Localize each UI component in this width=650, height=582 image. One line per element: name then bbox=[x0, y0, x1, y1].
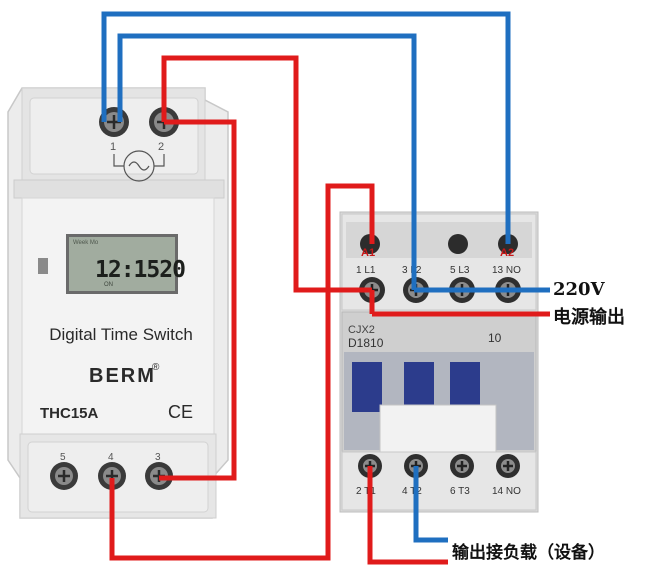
time-switch: 1 2 Week Mo 12:1520 ON Digital Time Swit… bbox=[7, 87, 229, 519]
contactor-actuator bbox=[379, 404, 497, 454]
contactor-coil-block-mid bbox=[404, 362, 434, 412]
load-output-label: 输出接负载（设备） bbox=[452, 543, 605, 563]
ac-supply-symbol bbox=[113, 154, 165, 167]
timer-model: THC15A bbox=[40, 405, 99, 422]
power-output-label: 电源输出 bbox=[553, 307, 625, 328]
timer-terminal-4-label: 4 bbox=[108, 452, 114, 463]
contactor-terminal-1-label: 1 L1 bbox=[356, 265, 376, 276]
contactor-screw-6 bbox=[450, 454, 474, 478]
contactor-terminal-4-label: 4 T2 bbox=[402, 486, 422, 497]
wire-blue-timer1-to-a2 bbox=[101, 11, 511, 244]
timer-indicator bbox=[38, 258, 48, 274]
lcd-screen bbox=[69, 237, 175, 291]
timer-terminal-1-label: 1 bbox=[110, 141, 116, 153]
wire-red-t1-to-load bbox=[367, 466, 448, 565]
coil-a1-label: A1 bbox=[361, 247, 375, 259]
contactor-model-line2: D1810 bbox=[348, 336, 384, 350]
contactor-terminal-13-label: 13 NO bbox=[492, 265, 521, 276]
contactor-screw-14 bbox=[496, 454, 520, 478]
contactor-model-right: 10 bbox=[488, 331, 502, 345]
timer-terminal-5-label: 5 bbox=[60, 452, 66, 463]
wires bbox=[101, 11, 550, 565]
wire-red-timer2-to-timer3 bbox=[159, 119, 237, 481]
contactor-terminal-5-label: 5 L3 bbox=[450, 265, 470, 276]
timer-screw-4 bbox=[98, 462, 126, 490]
lcd-week-label: Week Mo bbox=[73, 240, 99, 246]
contactor-terminal-6-label: 6 T3 bbox=[450, 486, 470, 497]
coil-a2-label: A2 bbox=[500, 247, 514, 259]
lcd-on-label: ON bbox=[104, 282, 113, 288]
voltage-label: 220V bbox=[553, 279, 605, 300]
lcd-time: 12:1520 bbox=[95, 257, 185, 283]
ac-wave-icon bbox=[128, 161, 150, 171]
contactor: A1 A2 1 L1 3 L2 5 L3 13 NO CJX2 D1810 10… bbox=[339, 211, 539, 513]
contactor-middle-hole bbox=[448, 234, 468, 254]
ce-mark: CE bbox=[168, 402, 193, 422]
contactor-model-line1: CJX2 bbox=[348, 324, 375, 336]
contactor-terminal-2-label: 2 T1 bbox=[356, 486, 376, 497]
timer-screw-5 bbox=[50, 462, 78, 490]
ac-circle bbox=[123, 150, 155, 182]
contactor-coil-block-right bbox=[450, 362, 480, 412]
timer-brand-mark: ® bbox=[152, 362, 160, 373]
timer-terminal-3-label: 3 bbox=[155, 452, 161, 463]
wire-blue-t2-to-load bbox=[413, 466, 448, 543]
timer-title: Digital Time Switch bbox=[49, 325, 193, 344]
wire-blue-timer1-to-l2 bbox=[117, 33, 417, 290]
timer-brand: BERM bbox=[89, 365, 156, 387]
wire-red-timer2-to-l1 bbox=[161, 55, 372, 293]
contactor-terminal-14-label: 14 NO bbox=[492, 486, 521, 497]
contactor-coil-block-left bbox=[352, 362, 382, 412]
wire-red-timer4-to-a1 bbox=[109, 183, 375, 561]
timer-terminal-2-label: 2 bbox=[158, 141, 164, 153]
